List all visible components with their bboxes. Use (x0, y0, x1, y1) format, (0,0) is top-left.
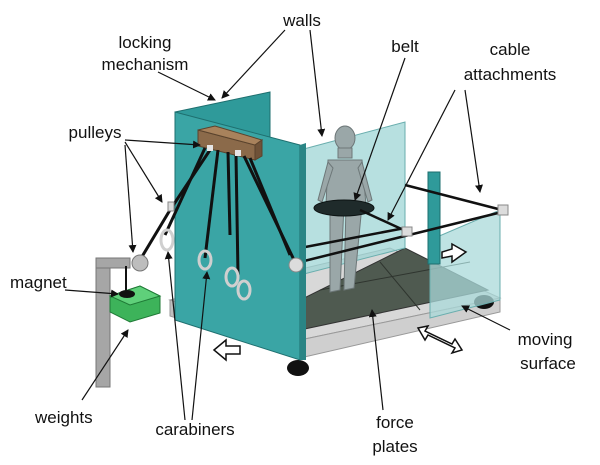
label-magnet: magnet (10, 273, 67, 292)
label-moving-line1: moving (518, 330, 573, 349)
label-carabiners: carabiners (155, 420, 234, 439)
movement-arrows (212, 242, 468, 362)
label-cable-line1: cable (490, 40, 531, 59)
cables-right (299, 183, 503, 264)
label-force-line2: plates (372, 437, 417, 456)
arrow-left (212, 338, 241, 362)
label-force-line1: force (376, 413, 414, 432)
label-pulleys: pulleys (69, 123, 122, 142)
post (427, 171, 441, 265)
glass-wall-right (427, 171, 501, 319)
magnet (119, 290, 135, 298)
pulley-corner (288, 257, 304, 273)
label-weights: weights (34, 408, 93, 427)
carabiner-2 (197, 249, 213, 271)
cables-left (138, 147, 297, 276)
carabiner-4 (236, 279, 252, 301)
carabiners (159, 228, 252, 301)
label-locking-line1: locking (119, 33, 172, 52)
carabiner-3 (224, 266, 240, 288)
weights (108, 285, 162, 323)
wheel-front (287, 360, 309, 376)
leader-lines (64, 29, 511, 421)
arrow-right (441, 242, 468, 264)
label-cable-line2: attachments (464, 65, 557, 84)
label-belt: belt (391, 37, 419, 56)
pulleys (131, 145, 304, 273)
belt (313, 199, 375, 217)
carabiner-1 (159, 228, 175, 252)
label-moving-line2: surface (520, 354, 576, 373)
weight-stand (95, 257, 131, 388)
labels: walls locking mechanism belt cable attac… (10, 11, 576, 456)
pulley-magnet (131, 254, 149, 272)
label-walls: walls (282, 11, 321, 30)
arrow-double (416, 324, 464, 355)
label-locking-line2: mechanism (102, 55, 189, 74)
cable-attachment-points (401, 204, 509, 237)
